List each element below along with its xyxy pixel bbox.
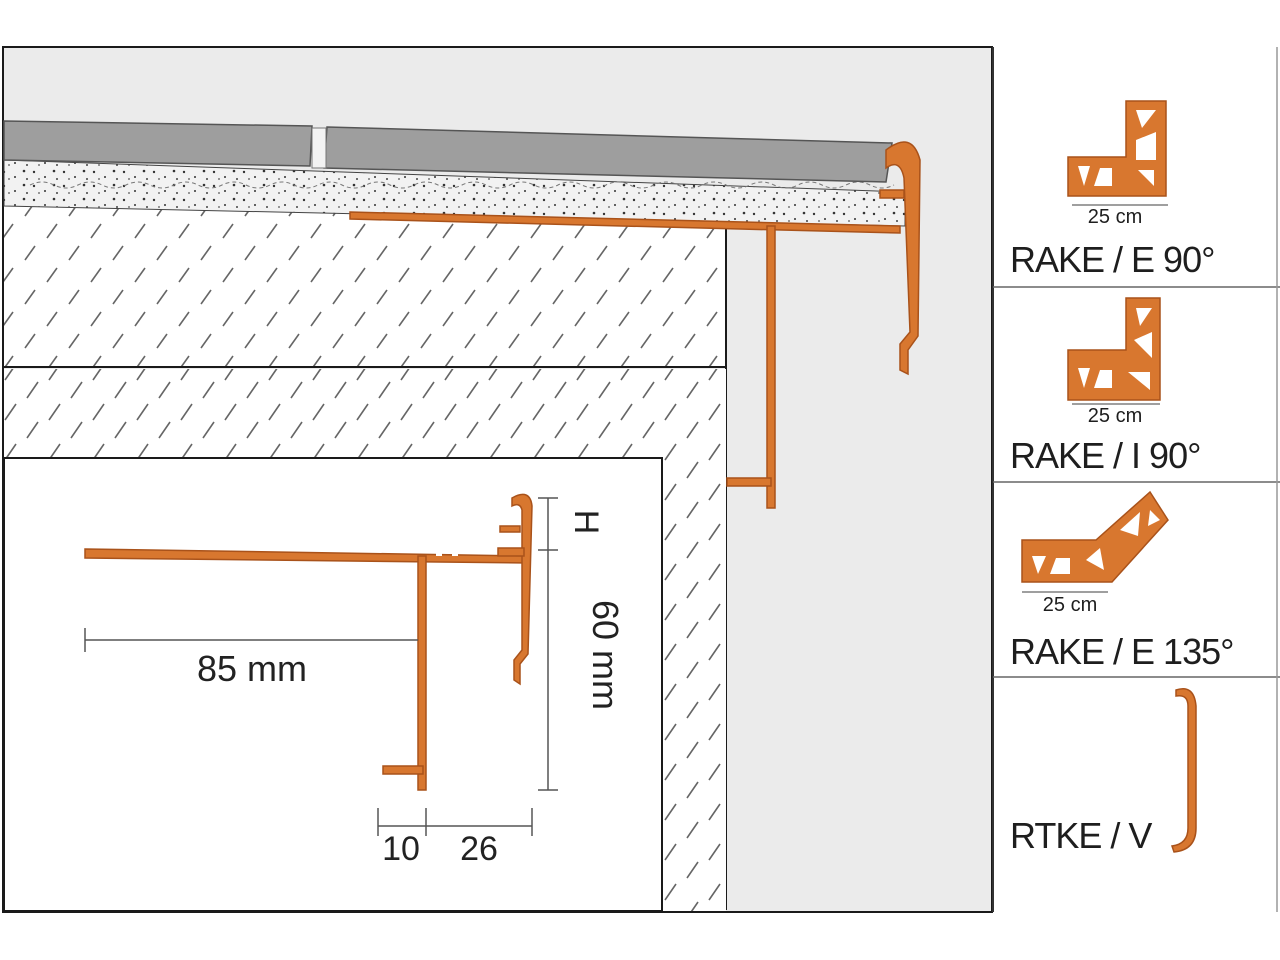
outer-corner-90-icon <box>1067 100 1167 197</box>
tile-joint <box>311 127 327 169</box>
tile-left <box>3 120 313 167</box>
concrete-slab-upper <box>4 205 726 367</box>
dim-26-label: 26 <box>460 830 498 868</box>
dim-h-label: H <box>567 510 605 535</box>
dim-60mm-label: 60 mm <box>585 600 626 710</box>
mortar-bed <box>3 159 906 227</box>
item1-name: RAKE / E 90° <box>1010 239 1215 280</box>
item3-size-label: 25 cm <box>1043 594 1097 616</box>
item2-size-label: 25 cm <box>1088 405 1142 427</box>
edge-profile-detail <box>84 493 533 791</box>
accessory-sidebar <box>992 47 1280 912</box>
outer-corner-135-icon <box>1021 490 1169 583</box>
item2-name: RAKE / I 90° <box>1010 435 1200 476</box>
dim-85mm-label: 85 mm <box>197 648 307 689</box>
item4-name: RTKE / V <box>1010 815 1152 856</box>
inner-corner-90-icon <box>1067 297 1161 401</box>
connector-icon <box>1170 688 1197 853</box>
dim-10-label: 10 <box>382 830 420 868</box>
detail-inset <box>3 457 663 912</box>
dimension-lines <box>84 497 558 836</box>
concrete-slab-lower <box>4 369 726 459</box>
item3-name: RAKE / E 135° <box>1010 631 1234 672</box>
profile-detail-holes <box>436 553 458 556</box>
concrete-wall <box>662 459 726 911</box>
item1-size-label: 25 cm <box>1088 206 1142 228</box>
waterproof-membrane <box>29 181 895 189</box>
edge-profile-installed <box>349 141 921 509</box>
